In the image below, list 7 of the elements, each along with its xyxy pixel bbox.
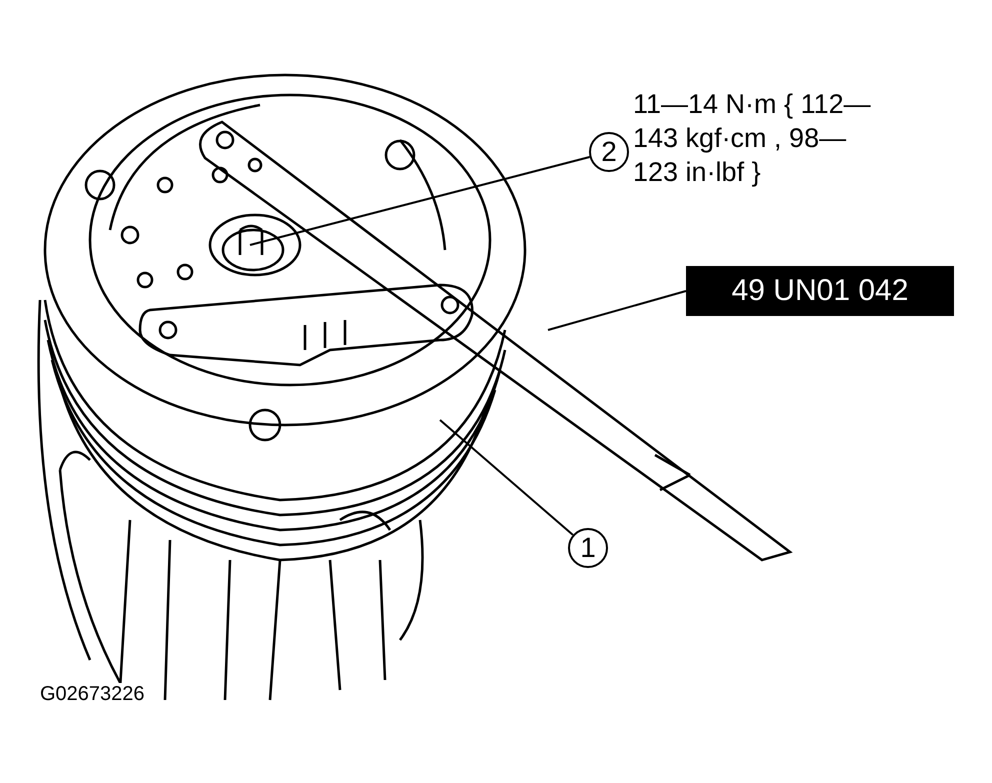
- callout-number: 2: [589, 132, 629, 172]
- leader-line: [250, 156, 590, 246]
- callout-number: 1: [568, 528, 608, 568]
- tool-number-label: 49 UN01 042: [686, 266, 954, 316]
- torque-spec-text: 11—14 N·m { 112—143 kgf·cm , 98—123 in·lbf }: [633, 88, 872, 189]
- leader-line: [439, 419, 574, 536]
- leader-line: [548, 290, 686, 331]
